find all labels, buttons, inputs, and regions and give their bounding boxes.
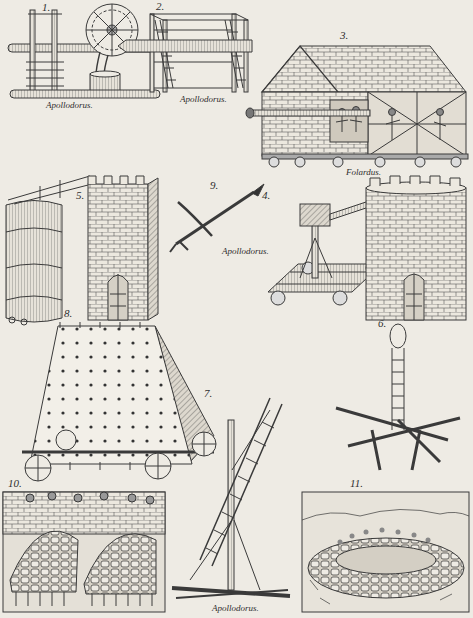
figure-4 [268,176,466,320]
author-caption: Folardus. [346,168,381,177]
figure-number: 11. [350,478,363,489]
figure-number: 4. [262,190,270,201]
figure-number: 1. [42,2,50,13]
figure-6 [336,324,460,470]
figure-number: 5. [76,190,84,201]
figure-7 [172,398,290,598]
author-caption: Apollodorus. [180,95,227,104]
figure-9 [170,184,264,252]
figure-11 [302,492,469,612]
figure-8 [22,322,216,481]
figure-number: 6. [378,318,386,329]
figure-10 [3,492,165,612]
author-caption: Apollodorus. [46,101,93,110]
figure-number: 10. [8,478,22,489]
figure-number: 7. [204,388,212,399]
figure-5 [6,176,158,325]
figure-number: 2. [156,1,164,12]
figure-number: 8. [64,308,72,319]
figure-number: 9. [210,180,218,191]
figure-2 [118,14,252,92]
author-caption: Apollodorus. [212,604,259,613]
figure-number: 3. [340,30,348,41]
figure-3 [246,46,468,167]
author-caption: Apollodorus. [222,247,269,256]
